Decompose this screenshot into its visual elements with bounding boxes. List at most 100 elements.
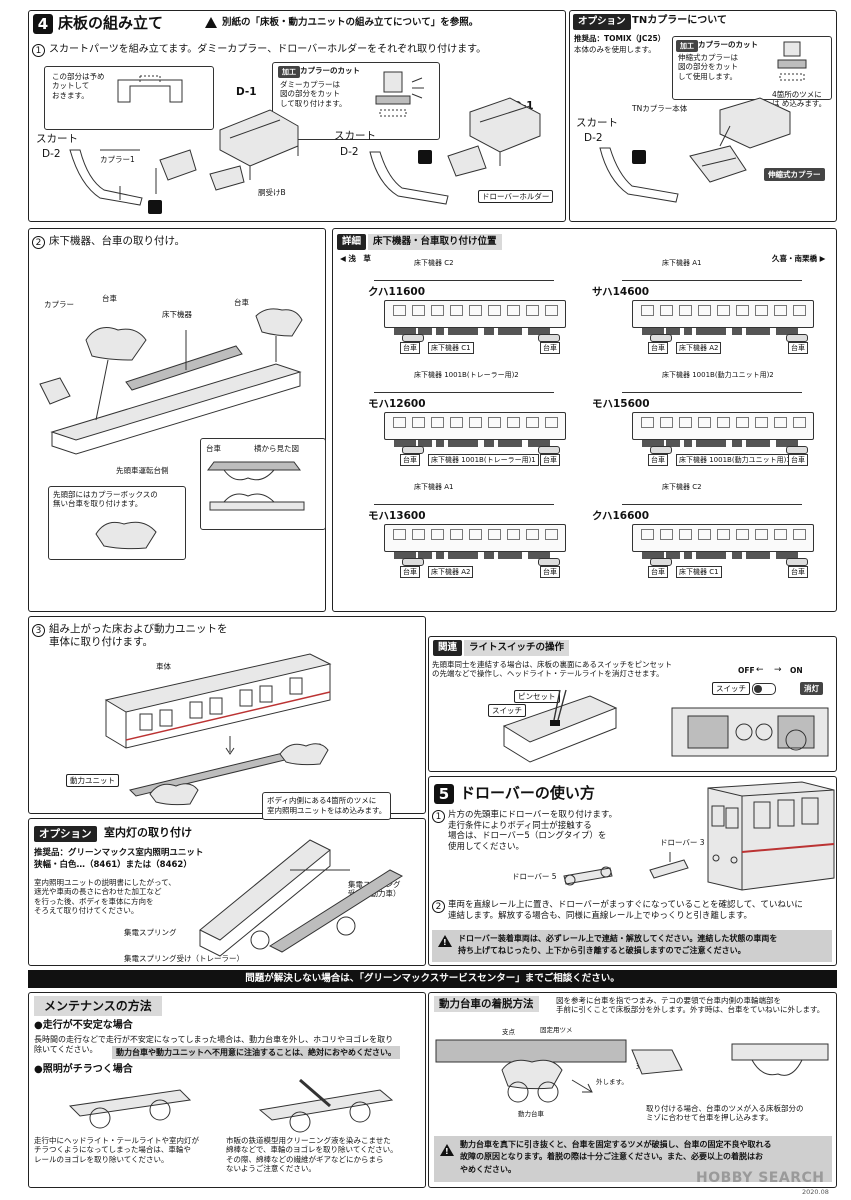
car-window [507, 417, 520, 428]
warning-icon: ! [440, 1144, 454, 1156]
car-underside-top [622, 492, 802, 505]
underfloor-equipment [696, 552, 726, 559]
underfloor-equipment [642, 328, 664, 335]
underfloor-equipment [696, 328, 726, 335]
car-window [545, 305, 558, 316]
front-bogie-drawing [95, 521, 157, 550]
underfloor-equipment [436, 440, 444, 447]
car-top-label: 床下機器 1001B(動力ユニット用)2 [662, 371, 774, 379]
underfloor-equipment [498, 328, 522, 335]
car-window [793, 417, 806, 428]
option-light-claws-note: ボディ内側にある4箇所のツメに 室内照明ユニットをはめ込みます。 [262, 792, 392, 820]
option-light-frame [28, 818, 426, 966]
label-d2-b: D-2 [340, 146, 359, 158]
car-window [755, 417, 768, 428]
side-view-drawing [207, 461, 305, 511]
label-skirt-2: スカート [334, 130, 376, 142]
step-3-frame [28, 616, 426, 814]
car-name: クハ11600 [368, 286, 426, 298]
car-window [412, 529, 425, 540]
label-drawbar-holder: ドローバーホルダー [478, 190, 554, 203]
bogie-warning: ! 動力台車を真下に引き抜くと、台車を固定するツメが破損し、台車の固定不良や取れ… [434, 1136, 832, 1182]
warning-icon: ! [438, 935, 452, 947]
flex-coupler-cut-drawing [777, 41, 807, 81]
car-window [774, 417, 787, 428]
section-5-warning: ! ドローバー装着車両は、必ずレール上で連結・解放してください。連結した状態の車… [432, 930, 832, 962]
car-window [412, 305, 425, 316]
maint-s1-text: 長時間の走行などで走行が不安定になってしまった場合は、動力台車を外し、ホコリやヨ… [34, 1035, 394, 1054]
underfloor-equipment [684, 552, 692, 559]
option-tn-kako-text: 伸縮式カプラーは 図の部分をカット して使用します。 [678, 53, 738, 81]
section-5-step1-text: 片方の先頭車にドローバーを取り付けます。 走行条件によりボディ同士が接触する 場… [448, 810, 618, 852]
step-2-text: 床下機器、台車の取り付け。 [49, 235, 185, 247]
label-daisha-3: 台車 [206, 444, 221, 453]
option-tn-label-d2: D-2 [584, 132, 603, 144]
related-badge: 関連 [433, 640, 463, 656]
underfloor-equipment [418, 440, 432, 447]
maint-s1-warning: 動力台車や動力ユニットへ不用意に注油することは、絶対におやめください。 [112, 1046, 400, 1059]
underfloor-equipment [696, 440, 726, 447]
car-window [755, 529, 768, 540]
bogie [538, 446, 560, 454]
car-window [488, 305, 501, 316]
car-name: クハ16600 [592, 510, 650, 522]
label-spring: 集電スプリング [124, 928, 177, 937]
car-window [641, 417, 654, 428]
label-side-view: 横から見た図 [254, 444, 299, 453]
underfloor-equipment [394, 552, 416, 559]
car-bottom-mid: 床下機器 C1 [676, 566, 722, 578]
car-window [679, 305, 692, 316]
car-window [393, 305, 406, 316]
warning-icon [205, 17, 217, 28]
kako-title: カプラーのカット [300, 66, 360, 75]
bogie-cleaning-drawing [68, 1078, 394, 1133]
underfloor-equipment [394, 440, 416, 447]
car-window [469, 417, 482, 428]
tn-coupler-drawing [599, 97, 791, 203]
car-bottom-mid: 床下機器 A2 [428, 566, 474, 578]
label-drawbar-3: ドローバー 3 [660, 838, 705, 847]
underfloor-equipment [528, 328, 550, 335]
car-window [736, 305, 749, 316]
label-light-off: 消灯 [800, 682, 823, 695]
car-window [488, 417, 501, 428]
car-underside-top [374, 492, 554, 505]
car-window [774, 305, 787, 316]
option-tn-label-skirt: スカート [576, 117, 618, 129]
car-underside [388, 552, 560, 566]
underfloor-equipment [776, 440, 798, 447]
maint-s2-title: ●照明がチラつく場合 [34, 1064, 133, 1075]
drawbar-drawing [563, 852, 689, 886]
bogie [402, 558, 424, 566]
car-underside-top [622, 380, 802, 393]
car-window [469, 529, 482, 540]
car-window [507, 529, 520, 540]
underfloor-equipment [776, 552, 798, 559]
car-bottom-left: 台車 [648, 342, 668, 354]
car-bottom-mid: 床下機器 1001B(トレーラー用)1 [428, 454, 539, 466]
bogie-removal-drawing [435, 1039, 829, 1103]
car-window [526, 305, 539, 316]
underfloor-equipment [642, 440, 664, 447]
car-window [717, 417, 730, 428]
bogie [650, 446, 672, 454]
label-d1: D-1 [236, 86, 257, 98]
car-window [526, 529, 539, 540]
cut-note [44, 66, 214, 130]
bogie [538, 334, 560, 342]
car-window [431, 305, 444, 316]
car-window [660, 529, 673, 540]
label-front-bogie: 先頭車運転台側 [116, 466, 169, 475]
underfloor-equipment [484, 328, 494, 335]
arrow-right-icon: → [774, 665, 782, 675]
maint-s2-text-left: 走行中にヘッドライト・テールライトや室内灯が チラつくようになってしまった場合は… [34, 1136, 199, 1164]
car-bottom-mid: 床下機器 1001B(動力ユニット用)1 [676, 454, 794, 466]
section-4-frame [28, 10, 566, 222]
car-bottom-left: 台車 [400, 566, 420, 578]
label-fixed-claw: 固定用ツメ [540, 1026, 573, 1034]
car-bottom-right: 台車 [788, 342, 808, 354]
option-light-recommend2: 狭幅・白色…（8461）または（8462） [34, 860, 192, 870]
